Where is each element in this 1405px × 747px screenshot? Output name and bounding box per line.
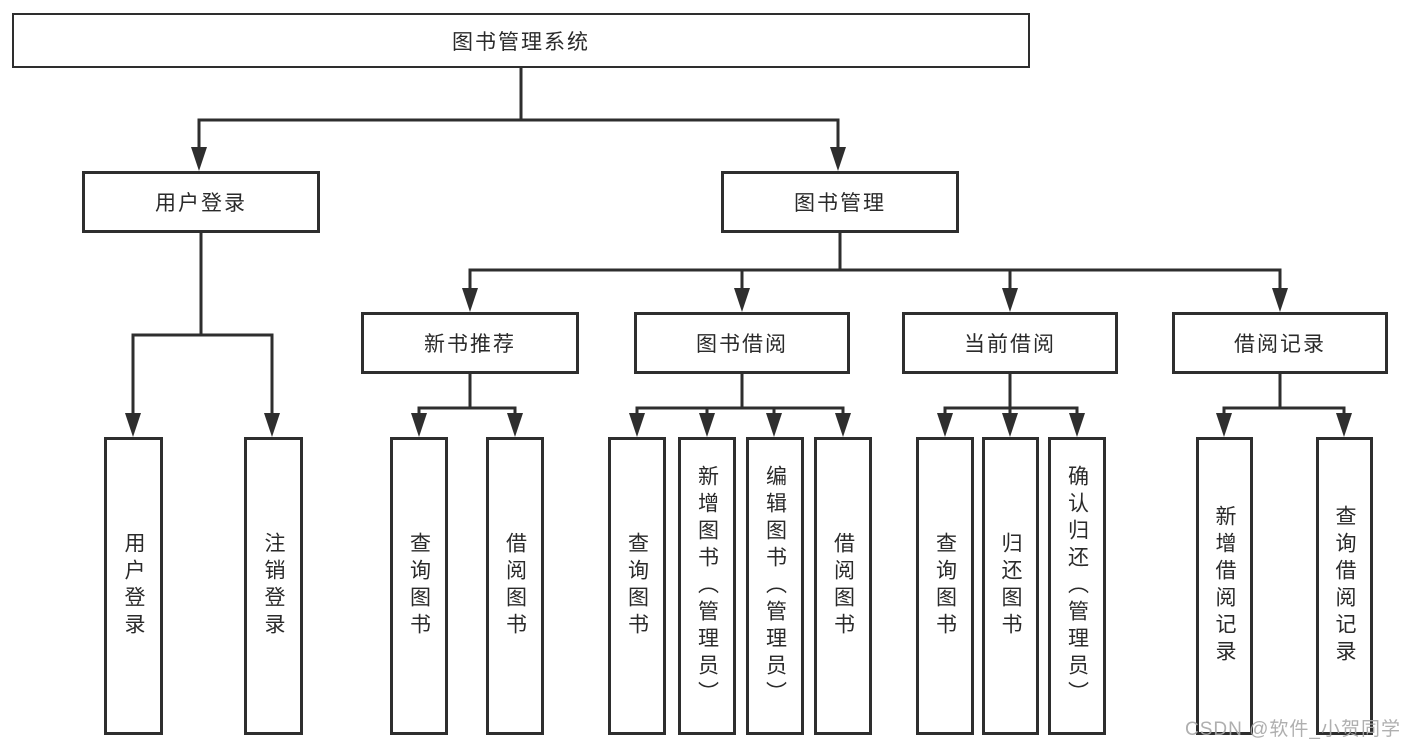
node-label: 确认归还（管理员） bbox=[1065, 464, 1089, 708]
node-records-add-record: 新增借阅记录 bbox=[1196, 437, 1253, 735]
node-label: 查询图书 bbox=[625, 532, 649, 640]
node-current-confirm-return-admin: 确认归还（管理员） bbox=[1048, 437, 1106, 735]
node-records-query-record: 查询借阅记录 bbox=[1316, 437, 1373, 735]
node-current-return-books: 归还图书 bbox=[982, 437, 1039, 735]
node-label: 用户登录 bbox=[155, 192, 247, 215]
node-new-book-recommend: 新书推荐 bbox=[361, 312, 579, 374]
node-borrow-records: 借阅记录 bbox=[1172, 312, 1388, 374]
node-current-borrow: 当前借阅 bbox=[902, 312, 1118, 374]
node-book-management: 图书管理 bbox=[721, 171, 959, 233]
node-label: 图书管理系统 bbox=[452, 30, 590, 54]
node-label: 查询图书 bbox=[407, 532, 431, 640]
node-user-login-group: 用户登录 bbox=[82, 171, 320, 233]
node-label: 新增图书（管理员） bbox=[695, 464, 719, 708]
node-borrow-edit-books-admin: 编辑图书（管理员） bbox=[746, 437, 804, 735]
node-label: 借阅记录 bbox=[1234, 333, 1326, 356]
node-logout-login: 注销登录 bbox=[244, 437, 303, 735]
node-library-management-system: 图书管理系统 bbox=[12, 13, 1030, 68]
node-label: 图书管理 bbox=[794, 192, 886, 215]
node-recommend-borrow-books: 借阅图书 bbox=[486, 437, 544, 735]
node-user-login: 用户登录 bbox=[104, 437, 163, 735]
node-label: 图书借阅 bbox=[696, 333, 788, 356]
node-recommend-query-books: 查询图书 bbox=[390, 437, 448, 735]
node-label: 借阅图书 bbox=[503, 532, 527, 640]
node-borrow-borrow-books: 借阅图书 bbox=[814, 437, 872, 735]
node-borrow-query-books: 查询图书 bbox=[608, 437, 666, 735]
node-label: 借阅图书 bbox=[831, 532, 855, 640]
node-label: 新增借阅记录 bbox=[1213, 505, 1236, 667]
node-label: 查询借阅记录 bbox=[1333, 505, 1356, 667]
node-label: 编辑图书（管理员） bbox=[763, 464, 787, 708]
node-label: 注销登录 bbox=[262, 532, 285, 640]
node-label: 归还图书 bbox=[999, 532, 1022, 640]
node-book-borrow: 图书借阅 bbox=[634, 312, 850, 374]
node-borrow-add-books-admin: 新增图书（管理员） bbox=[678, 437, 736, 735]
node-label: 用户登录 bbox=[122, 532, 145, 640]
node-label: 当前借阅 bbox=[964, 333, 1056, 356]
node-current-query-books: 查询图书 bbox=[916, 437, 974, 735]
node-label: 新书推荐 bbox=[424, 333, 516, 356]
csdn-watermark: CSDN @软件_小贺同学 bbox=[1185, 719, 1401, 740]
node-label: 查询图书 bbox=[933, 532, 957, 640]
